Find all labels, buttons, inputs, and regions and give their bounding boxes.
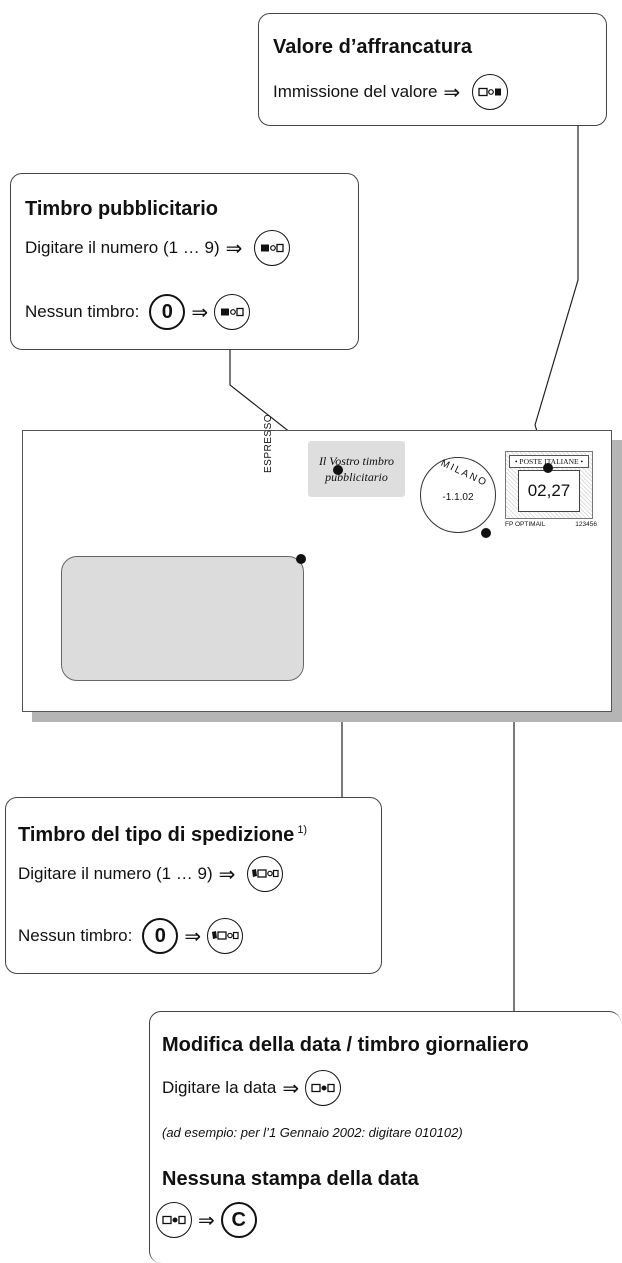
key-advert-stamp-icon [214, 294, 251, 330]
advert-stamp: Il Vostro timbro pubblicitario [308, 441, 405, 497]
marker-dot-data [481, 528, 491, 538]
valore-box: Valore d’affrancatura Immissione del val… [258, 13, 607, 126]
valore-line: Immissione del valore ⇒ [273, 74, 509, 110]
key-c-icon: C [220, 1202, 257, 1238]
key-date-icon [305, 1070, 342, 1106]
marker-dot-spedizione [296, 554, 306, 564]
spedizione-line1-text: Digitare il numero (1 … 9) [18, 864, 213, 883]
data-example-note: (ad esempio: per l’1 Gennaio 2002: digit… [162, 1125, 463, 1140]
data-line1-text: Digitare la data [162, 1078, 277, 1097]
spedizione-line2-text: Nessun timbro: [18, 926, 133, 945]
data-line1: Digitare la data ⇒ [162, 1070, 342, 1106]
key-value-entry-icon [472, 74, 509, 110]
franking-value: 02,27 [518, 470, 580, 512]
data-line2: ⇒ C [156, 1202, 257, 1238]
arrow-icon: ⇒ [184, 925, 202, 948]
arrow-icon: ⇒ [191, 301, 209, 324]
marker-dot-pubblicitario [333, 465, 343, 475]
key-date-icon [156, 1202, 192, 1238]
pubblicitario-title: Timbro pubblicitario [25, 198, 218, 220]
key-advert-stamp-icon [254, 230, 291, 266]
arrow-icon: ⇒ [443, 81, 461, 104]
key-zero-icon: 0 [142, 918, 179, 954]
pubblicitario-line1-text: Digitare il numero (1 … 9) [25, 238, 220, 257]
pubblicitario-line2: Nessun timbro: 0 ⇒ [25, 294, 251, 330]
valore-line-text: Immissione del valore [273, 82, 438, 101]
footnote-marker: 1) [297, 824, 308, 837]
advert-stamp-line1: Il Vostro timbro [318, 454, 395, 468]
franking-footer-left: FP OPTIMAIL [505, 521, 546, 528]
data-title2: Nessuna stampa della data [162, 1168, 419, 1190]
pubblicitario-line2-text: Nessun timbro: [25, 302, 140, 321]
franking-footer: FP OPTIMAIL 123456 [505, 521, 597, 528]
valore-title: Valore d’affrancatura [273, 36, 472, 58]
date-postmark: MILANO -1.1.02 [420, 457, 496, 533]
data-title: Modifica della data / timbro giornaliero [162, 1034, 529, 1056]
pubblicitario-box: Timbro pubblicitario Digitare il numero … [10, 173, 359, 350]
arrow-icon: ⇒ [225, 237, 243, 260]
key-zero-icon: 0 [149, 294, 186, 330]
arrow-icon: ⇒ [218, 863, 236, 886]
spedizione-title-text: Timbro del tipo di spedizione [18, 824, 295, 846]
franking-footer-right: 123456 [575, 521, 597, 528]
envelope: ESPRESSO Il Vostro timbro pubblicitario … [22, 414, 612, 712]
data-box: Modifica della data / timbro giornaliero… [149, 1011, 621, 1263]
key-shipping-type-icon [247, 856, 284, 892]
pubblicitario-line1: Digitare il numero (1 … 9) ⇒ [25, 230, 291, 266]
arrow-icon: ⇒ [282, 1077, 300, 1100]
envelope-window [61, 556, 304, 681]
connector-valore [534, 125, 579, 426]
marker-dot-valore [543, 463, 553, 473]
key-shipping-type-icon [207, 918, 244, 954]
spedizione-line1: Digitare il numero (1 … 9) ⇒ [18, 856, 284, 892]
arrow-icon: ⇒ [198, 1209, 215, 1232]
postmark-date: -1.1.02 [442, 492, 474, 503]
spedizione-line2: Nessun timbro: 0 ⇒ [18, 918, 244, 954]
